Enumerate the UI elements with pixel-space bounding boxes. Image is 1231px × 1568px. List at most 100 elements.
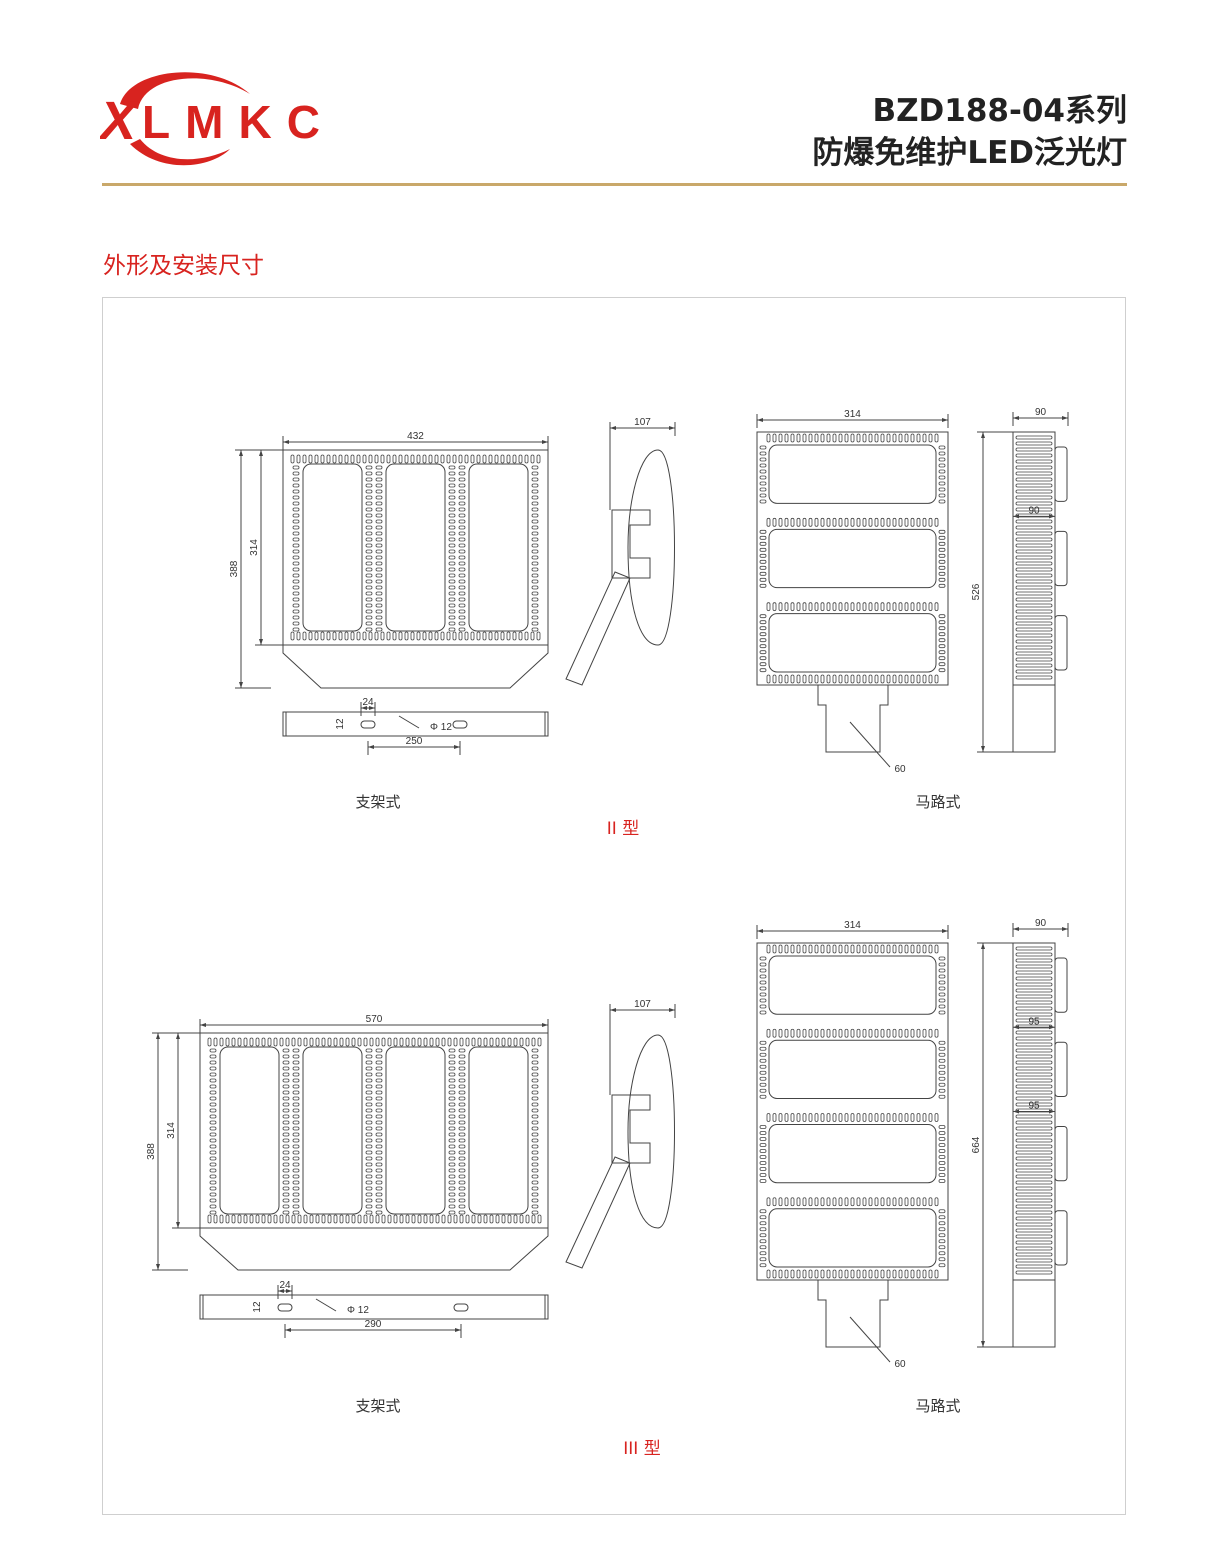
- heatsink-fin: [209, 1186, 217, 1191]
- heatsink-fin: [365, 501, 373, 506]
- pole-adapter-side: [1012, 1279, 1056, 1348]
- heatsink-fin: [285, 1037, 290, 1047]
- led-module: [385, 1046, 446, 1215]
- heatsink-fin: [292, 1048, 300, 1053]
- mounting-slot: [452, 720, 468, 729]
- heatsink-fin: [209, 1180, 217, 1185]
- heatsink-fin: [784, 944, 789, 954]
- heatsink-fin: [393, 1214, 398, 1224]
- heatsink-fin: [904, 944, 909, 954]
- heatsink-fin: [531, 1138, 539, 1143]
- dimension-arrow: [1013, 416, 1068, 420]
- heatsink-fin: [886, 1197, 891, 1207]
- heatsink-fin: [292, 1102, 300, 1107]
- bracket-side: [611, 1094, 651, 1164]
- side-module-cover: [1054, 1041, 1068, 1097]
- heatsink-fin: [1015, 970, 1053, 975]
- heatsink-fin: [1015, 1000, 1053, 1005]
- heatsink-fin: [292, 555, 300, 560]
- heatsink-fin: [802, 1269, 807, 1279]
- heatsink-fin: [759, 986, 767, 991]
- heatsink-fin: [531, 1210, 539, 1215]
- heatsink-fin: [375, 465, 383, 470]
- heatsink-fin: [332, 631, 337, 641]
- heatsink-fin: [458, 621, 466, 626]
- heatsink-fin: [904, 1197, 909, 1207]
- led-module: [768, 444, 937, 504]
- heatsink-fin: [910, 602, 915, 612]
- heatsink-fin: [489, 1037, 494, 1047]
- heatsink-fin: [282, 1066, 290, 1071]
- heatsink-fin: [862, 517, 867, 527]
- heatsink-fin: [916, 517, 921, 527]
- heatsink-fin: [292, 591, 300, 596]
- heatsink-fin: [338, 454, 343, 464]
- heatsink-fin: [759, 962, 767, 967]
- bracket-arm: [565, 571, 631, 686]
- heatsink-fin: [904, 433, 909, 443]
- heatsink-fin: [365, 1126, 373, 1131]
- heatsink-fin: [898, 602, 903, 612]
- heatsink-fin: [820, 602, 825, 612]
- heatsink-fin: [880, 433, 885, 443]
- heatsink-fin: [365, 465, 373, 470]
- heatsink-fin: [759, 1155, 767, 1159]
- heatsink-fin: [243, 1214, 248, 1224]
- heatsink-fin: [531, 585, 539, 590]
- side-module-cover: [1054, 446, 1068, 502]
- heatsink-fin: [928, 674, 933, 684]
- heatsink-fin: [518, 631, 523, 641]
- heatsink-fin: [326, 631, 331, 641]
- heatsink-fin: [405, 1037, 410, 1047]
- heatsink-fin: [458, 603, 466, 608]
- heatsink-fin: [448, 489, 456, 494]
- heatsink-fin: [772, 1197, 777, 1207]
- heatsink-fin: [292, 495, 300, 500]
- heatsink-fin: [292, 1174, 300, 1179]
- heatsink-fin: [292, 1120, 300, 1125]
- heatsink-fin: [375, 579, 383, 584]
- heatsink-fin: [375, 1078, 383, 1083]
- heatsink-fin: [796, 674, 801, 684]
- heatsink-fin: [1015, 1210, 1053, 1215]
- heatsink-fin: [759, 614, 767, 619]
- heatsink-fin: [880, 517, 885, 527]
- heatsink-fin: [1015, 441, 1053, 446]
- heatsink-fin: [862, 1113, 867, 1122]
- lamp-body: [756, 431, 949, 686]
- heatsink-fin: [225, 1037, 230, 1047]
- heatsink-fin: [772, 944, 777, 954]
- heatsink-fin: [448, 1084, 456, 1089]
- heatsink-fin: [292, 615, 300, 620]
- heatsink-fin: [381, 1214, 386, 1224]
- heatsink-fin: [501, 1214, 506, 1224]
- heatsink-fin: [766, 433, 771, 443]
- heatsink-fin: [458, 1090, 466, 1095]
- led-module: [768, 955, 937, 1015]
- heatsink-fin: [292, 471, 300, 476]
- heatsink-fin: [886, 602, 891, 612]
- heatsink-fin: [282, 1174, 290, 1179]
- heatsink-fin: [398, 454, 403, 464]
- heatsink-fin: [898, 1197, 903, 1207]
- heatsink-fin: [213, 1037, 218, 1047]
- heatsink-fin: [464, 631, 469, 641]
- heatsink-fin: [292, 1078, 300, 1083]
- heatsink-fin: [531, 1072, 539, 1077]
- heatsink-fin: [292, 549, 300, 554]
- bracket-bar: [282, 711, 549, 737]
- heatsink-fin: [1015, 1144, 1053, 1149]
- heatsink-fin: [808, 602, 813, 612]
- heatsink-fin: [243, 1037, 248, 1047]
- heatsink-fin: [759, 481, 767, 486]
- heatsink-fin: [365, 1156, 373, 1161]
- heatsink-fin: [802, 433, 807, 443]
- mounting-slot: [277, 1303, 293, 1312]
- heatsink-fin: [375, 561, 383, 566]
- heatsink-fin: [292, 543, 300, 548]
- heatsink-fin: [826, 944, 831, 954]
- heatsink-fin: [292, 525, 300, 530]
- heatsink-fin: [375, 1037, 380, 1047]
- heatsink-fin: [759, 457, 767, 462]
